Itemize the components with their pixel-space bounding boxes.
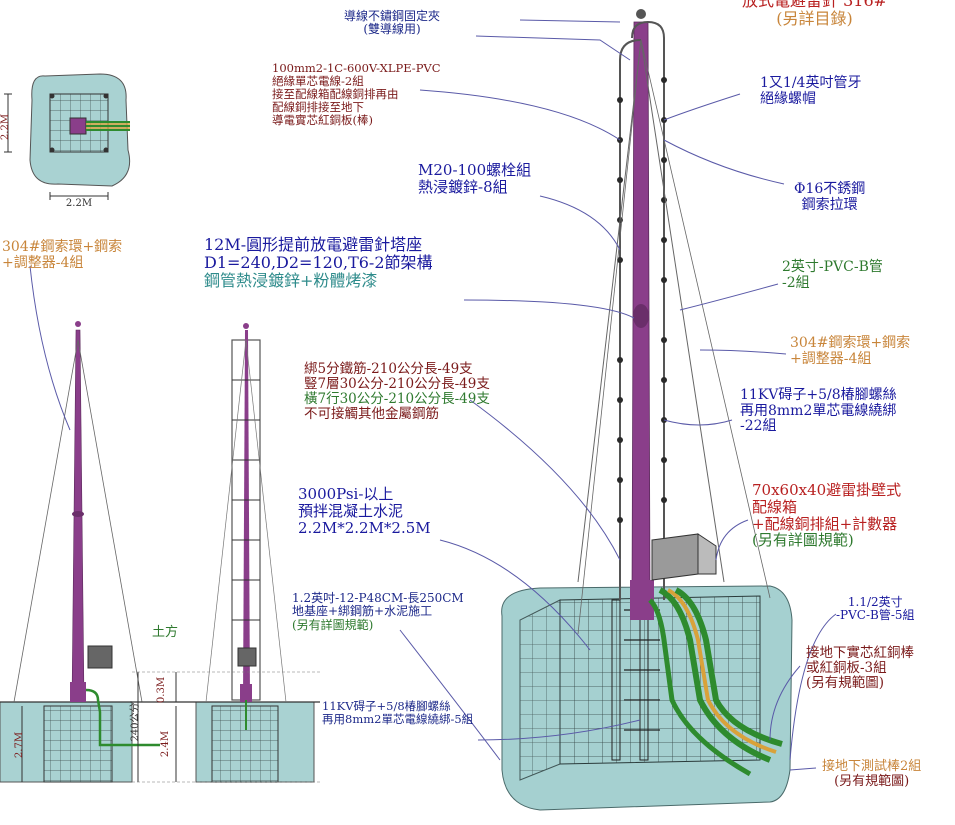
ring-line2: 鋼索拉環 [801,196,858,213]
base-line1: 1.2英吋-12-P48CM-長250CM [292,591,464,605]
top-right-label: 放式電避雷針 316# (另詳目錄) [742,0,887,28]
middle-elevation-tower: 240公分 0.3M 2.4M [129,323,320,783]
cable-line2: 絕緣單芯電線-2組 [272,73,364,88]
cable-line5: 導電實芯紅銅板(棒) [272,112,373,127]
ring-label: Φ16不銹鋼 鋼索拉環 [794,181,866,213]
main-3d-tower [501,9,793,811]
rebar-label: 綁5分鐵筋-210公分長-49支 豎7層30公分-210公分長-49支 橫7行3… [304,361,490,423]
leader-lines [29,19,837,771]
ring-line1: Φ16不銹鋼 [794,181,866,197]
conduit-label: 1.1/2英寸 -PVC-B管-5組 [836,595,915,623]
tower-label: 12M-圓形提前放電避雷針塔座 D1=240,D2=120,T6-2節架構 鋼管… [204,236,433,290]
copper-line3: (另有規範圖) [806,675,885,692]
pvc-label: 2英寸-PVC-B管 -2組 [782,259,883,291]
cable-label: 100mm2-1C-600V-XLPE-PVC 絕緣單芯電線-2組 接至配線箱配… [272,62,441,126]
left-elevation-pole: 2.7M [0,321,160,783]
test-rod-label: 接地下測試棒2組 (另有規範圖) [822,759,922,789]
clamp-label: 導線不鏽鋼固定夾 (雙導線用) [344,9,441,37]
bolt-label: M20-100螺栓組 熱浸鍍鋅-8組 [418,162,531,196]
right-wire-label: 304#鋼索環+鋼索 +調整器-4組 [790,335,911,367]
right-wire-line2: +調整器-4組 [790,350,872,367]
total-height-dimension: 240公分 [129,702,141,741]
below-ground-dimension: 2.4M [160,731,171,757]
concrete-line1: 3000Psi-以上 [298,485,394,503]
box-line2: 配線箱 [752,497,798,516]
clamp-line1: 導線不鏽鋼固定夾 [344,9,441,23]
plan-side-dimension: 2.2M [0,114,11,140]
bolt-line2: 熱浸鍍鋅-8組 [418,177,508,196]
bottom-insulator-label: 11KV碍子+5/8椿腳螺絲 再用8mm2單芯電線繞綁-5組 [322,700,473,726]
rebar-line1: 綁5分鐵筋-210公分長-49支 [304,361,473,377]
cable-line4: 配線銅排接至地下 [272,99,364,114]
rebar-line4: 不可接觸其他金屬鋼筋 [304,406,439,423]
box-line1: 70x60x40避雷掛壁式 [752,481,902,499]
insulator-line1: 11KV碍子+5/8椿腳螺絲 [740,387,897,403]
copper-line1: 接地下實芯紅銅棒 [806,645,914,661]
conduit-line1: 1.1/2英寸 [847,595,903,609]
insulator-line3: -22組 [740,418,777,435]
left-wire-line1: 304#鋼索環+鋼索 [2,239,123,255]
cap-line2: 絕緣螺帽 [760,90,816,107]
plan-bottom-dimension: 2.2M [66,198,92,209]
left-wire-line2: +調整器-4組 [2,254,84,271]
concrete-label: 3000Psi-以上 預拌混凝土水泥 2.2M*2.2M*2.5M [298,486,431,536]
bottom-ins-line2: 再用8mm2單芯電線繞綁-5組 [322,711,474,726]
tower-line1: 12M-圓形提前放電避雷針塔座 [204,235,423,254]
plan-view: 2.2M 2.2M [0,73,131,209]
above-ground-dimension: 0.3M [156,677,167,703]
conduit-line2: -PVC-B管-5組 [836,608,915,623]
cable-line3: 接至配線箱配線銅排再由 [272,86,399,101]
cap-line1: 1又1/4英吋管牙 [760,75,862,91]
copper-label: 接地下實芯紅銅棒 或紅銅板-3組 (另有規範圖) [806,645,914,692]
base-line2: 地基座+綁鋼筋+水泥施工 [292,604,433,619]
base-label: 1.2英吋-12-P48CM-長250CM 地基座+綁鋼筋+水泥施工 (另有詳圖… [292,591,464,632]
test-line1: 接地下測試棒2組 [822,759,922,774]
cap-label: 1又1/4英吋管牙 絕緣螺帽 [760,75,862,107]
top-right-title: 放式電避雷針 316# [742,0,888,10]
cable-line1: 100mm2-1C-600V-XLPE-PVC [272,61,441,75]
box-line4: (另有詳圖規範) [752,531,854,550]
left-wire-label: 304#鋼索環+鋼索 +調整器-4組 [2,239,123,271]
pvc-line1: 2英寸-PVC-B管 [782,259,883,275]
earth-label: 土方 [152,625,179,640]
clamp-line2: (雙導線用) [363,22,421,37]
pvc-line2: -2組 [782,274,810,291]
rebar-line2: 豎7層30公分-210公分長-49支 [304,376,490,393]
bolt-line1: M20-100螺栓組 [418,161,532,179]
insulator-label: 11KV碍子+5/8椿腳螺絲 再用8mm2單芯電線繞綁 -22組 [740,387,897,435]
copper-line2: 或紅銅板-3組 [806,660,887,677]
top-right-subtitle: (另詳目錄) [776,8,853,28]
box-line3: +配線銅排組+計數器 [752,514,898,533]
rebar-line3: 橫7行30公分-210公分長-49支 [304,391,490,408]
insulator-line2: 再用8mm2單芯電線繞綁 [740,402,897,419]
tower-line3: 鋼管熱浸鍍鋅+粉體烤漆 [204,270,378,290]
concrete-line3: 2.2M*2.2M*2.5M [298,518,431,537]
depth-left-dimension: 2.7M [14,732,25,758]
base-line3: (另有詳圖規範) [292,617,374,632]
bottom-ins-line1: 11KV碍子+5/8椿腳螺絲 [322,699,451,713]
concrete-line2: 預拌混凝土水泥 [298,501,404,520]
box-label: 70x60x40避雷掛壁式 配線箱 +配線銅排組+計數器 (另有詳圖規範) [752,482,901,549]
right-wire-line1: 304#鋼索環+鋼索 [790,335,911,351]
test-line2: (另有規範圖) [834,773,910,789]
tower-line2: D1=240,D2=120,T6-2節架構 [204,252,433,272]
